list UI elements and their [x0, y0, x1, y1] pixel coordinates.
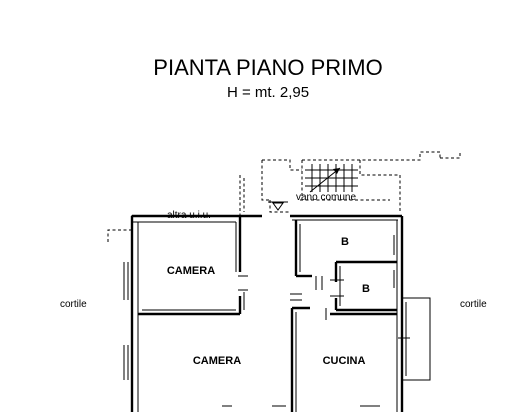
- room-label-camera-top: CAMERA: [167, 265, 215, 277]
- label-cortile-left: cortile: [60, 299, 87, 310]
- ceiling-height: H = mt. 2,95: [227, 84, 309, 101]
- windows: [123, 235, 431, 381]
- doors: [222, 275, 380, 407]
- room-label-bagno-2: B: [362, 283, 370, 295]
- entrance-marker: [268, 201, 288, 211]
- plan-title: PIANTA PIANO PRIMO: [153, 55, 382, 80]
- room-label-camera-bottom: CAMERA: [193, 355, 241, 367]
- neighbour-outline: [107, 151, 461, 242]
- room-label-cucina: CUCINA: [323, 355, 366, 367]
- room-label-bagno-1: B: [341, 236, 349, 248]
- label-cortile-right: cortile: [460, 299, 487, 310]
- label-altra-uiu: altra u.i.u.: [167, 210, 211, 221]
- interior-walls: [138, 216, 397, 412]
- common-area-label: vano comune: [296, 192, 356, 203]
- staircase: [300, 164, 390, 201]
